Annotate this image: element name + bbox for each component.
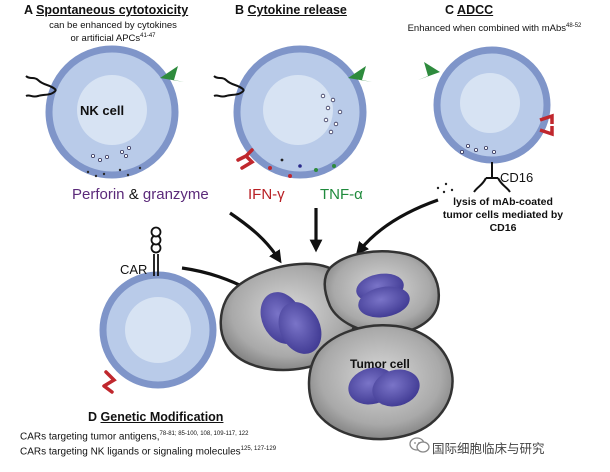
activating-receptor-icon [25,75,57,98]
lysis-line1: lysis of mAb-coated [453,196,553,208]
panel-a-sub-refs: 41-47 [140,33,156,39]
panel-b-heading: Cytokine release [247,3,347,17]
green-ligand-icon [160,66,184,82]
lysis-caption: lysis of mAb-coated tumor cells mediated… [428,196,578,235]
panel-d-title: D Genetic Modification [88,410,223,424]
wechat-icon [409,437,430,453]
panel-a-letter: A [24,3,33,17]
panel-b-title: B Cytokine release [235,3,347,17]
lysis-line3: CD16 [489,222,517,234]
panel-c-subtitle: Enhanced when combined with mAbs48-52 [402,21,587,34]
panel-a-nk-cell [25,45,184,179]
panel-b-nk-cell [213,45,372,179]
genetic-modification-list: CARs targeting tumor antigens,78-81; 85-… [20,428,276,459]
ifn-gamma-label: IFN-γ [248,186,285,203]
panel-c-title: C ADCC [445,3,493,17]
car-receptor-icon [150,226,162,276]
perforin-text: Perforin [72,186,125,203]
panel-a-subtitle: can be enhanced by cytokines or artifici… [38,20,188,44]
gm-line1: CARs targeting tumor antigens, [20,431,160,443]
panel-b-letter: B [235,3,245,17]
gm-line2-refs: 125, 127-129 [240,446,277,453]
gm-line1-refs: 78-81; 85-100, 108, 109-117, 122 [159,431,249,437]
cd16-receptor-icon [473,162,511,193]
panel-a-sub-line2: or artificial APCs [70,33,141,45]
cd16-label: CD16 [500,170,534,185]
perforin-granzyme-label: Perforin & granzyme [72,186,209,203]
panel-c-letter: C [445,3,455,17]
tumor-cell-label: Tumor cell [350,357,410,371]
watermark-text: 国际细胞临床与研究 [432,442,545,456]
panel-a-title: A Spontaneous cytotoxicity [24,3,188,17]
tumor-cells [219,250,454,441]
tnf-alpha-label: TNF-α [320,186,363,203]
panel-c-sub-refs: 48-52 [566,23,582,29]
panel-d-nk-cell [99,226,217,394]
granzyme-text: granzyme [142,186,209,203]
ampersand-text: & [128,186,139,203]
panel-a-heading: Spontaneous cytotoxicity [36,3,189,17]
lysis-line2: tumor cells mediated by [442,209,564,221]
nk-cell-label: NK cell [80,103,125,118]
panel-d-heading: Genetic Modification [100,410,224,424]
panel-d-letter: D [88,410,98,424]
granules [91,145,132,162]
panel-c-sub-line1: Enhanced when combined with mAbs [407,23,567,35]
panel-c-nk-cell [418,46,554,194]
gm-line2: CARs targeting NK ligands or signaling m… [20,446,241,458]
panel-a-sub-line1: can be enhanced by cytokines [49,20,177,31]
car-label: CAR [120,262,148,277]
red-receptor-icon [236,148,255,170]
panel-c-heading: ADCC [457,3,494,17]
